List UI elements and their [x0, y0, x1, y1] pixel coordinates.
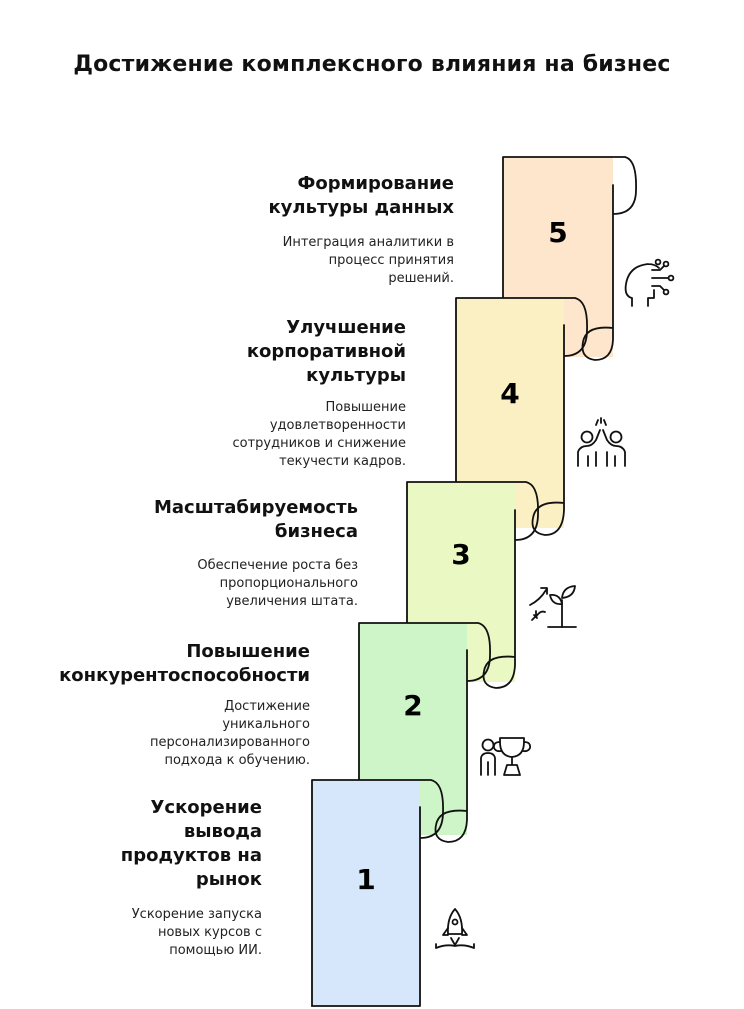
head-circuit-icon: [624, 258, 675, 307]
step-1-banner: 1: [311, 779, 444, 1007]
step-1-number: 1: [356, 863, 375, 896]
rocket-icon: [435, 908, 475, 949]
high-five-icon: [577, 417, 626, 467]
page-title: Достижение комплексного влияния на бизне…: [73, 52, 671, 77]
step-2-number: 2: [403, 689, 422, 722]
person-trophy-icon: [480, 737, 532, 776]
step-3-number: 3: [451, 538, 470, 571]
step-5-number: 5: [548, 216, 567, 249]
growing-plant-icon: [529, 585, 577, 628]
step-4-number: 4: [500, 377, 519, 410]
